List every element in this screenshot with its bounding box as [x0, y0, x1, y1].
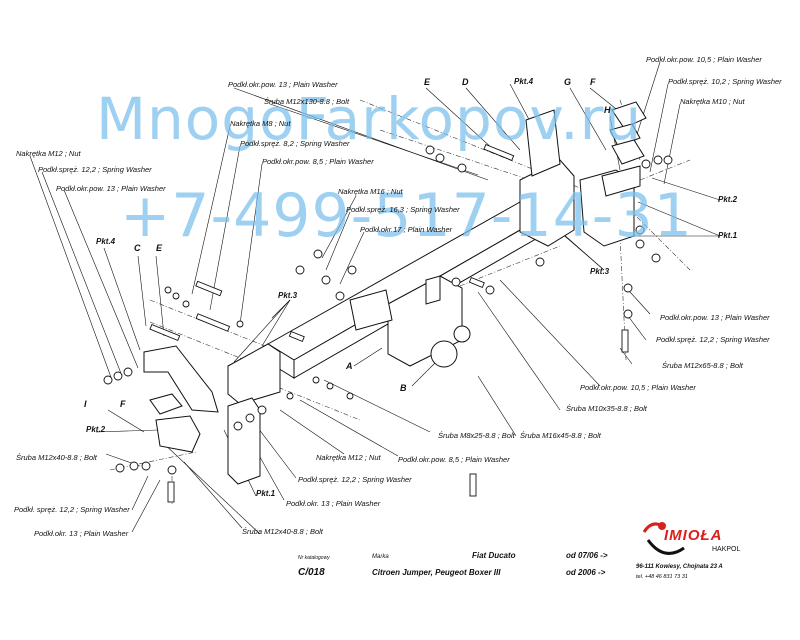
part-letter-i: I — [84, 399, 87, 409]
label-spring-washer-102: Podkł.spręż. 10,2 ; Spring Washer — [668, 77, 782, 86]
model-citroen-peugeot: Citroen Jumper, Peugeot Boxer III — [372, 568, 501, 577]
label-nut-m16: Nakrętka M16 ; Nut — [338, 187, 403, 196]
label-spring-washer-122-right: Podkł.spręż. 12,2 ; Spring Washer — [656, 335, 770, 344]
label-washer-13-left: Podkł.okr.pow. 13 ; Plain Washer — [56, 184, 166, 193]
label-washer-13-bottom-left: Podkł.okr. 13 ; Plain Washer — [34, 529, 129, 538]
part-letter-h: H — [604, 105, 611, 115]
label-nut-m12-bottom: Nakrętka M12 ; Nut — [316, 453, 381, 462]
label-spring-washer-82: Podkł.spręż. 8,2 ; Spring Washer — [240, 139, 350, 148]
brand-logo-text: IMIOŁA — [664, 527, 723, 544]
part-letter-a: A — [346, 361, 353, 371]
pkt-2-right: Pkt.2 — [718, 195, 738, 204]
part-letter-e-top: E — [424, 77, 431, 87]
date-from-1: od 07/06 -> — [566, 551, 608, 560]
label-washer-13-bottom: Podkł.okr. 13 ; Plain Washer — [286, 499, 381, 508]
catalog-label: Nr katalogowy — [298, 555, 330, 561]
part-letter-c: C — [134, 243, 141, 253]
pkt-3-left: Pkt.3 — [278, 291, 298, 300]
part-letter-d: D — [462, 77, 469, 87]
label-bolt-16x45: Śruba M16x45-8.8 ; Bolt — [520, 431, 601, 440]
label-bolt-12x40-left: Śruba M12x40-8.8 ; Bolt — [16, 453, 97, 462]
label-spring-washer-122-bottom: Podkł.spręż. 12,2 ; Spring Washer — [298, 475, 412, 484]
label-washer-17: Podkł.okr.17 ; Plain Washer — [360, 225, 453, 234]
label-washer-105-mid: Podkł.okr.pow. 10,5 ; Plain Washer — [580, 383, 696, 392]
label-bolt-10x35: Śruba M10x35-8.8 ; Bolt — [566, 404, 647, 413]
pkt-4-top: Pkt.4 — [514, 77, 534, 86]
pkt-1-bottom: Pkt.1 — [256, 489, 276, 498]
watermark-phone: +7-499-517-14-31 — [120, 181, 693, 251]
part-letter-b: B — [400, 383, 407, 393]
make-label: Marka — [372, 554, 389, 560]
company-address: 96-111 Kowiesy, Chojnata 23 A — [636, 564, 723, 570]
label-spring-washer-163: Podkł.spręż. 16,3 ; Spring Washer — [346, 205, 460, 214]
pkt-2-left: Pkt.2 — [86, 425, 106, 434]
watermark-site: MnogoFarkopov.ru — [96, 85, 643, 153]
label-spring-washer-122-bottom-left: Podkł. spręż. 12,2 ; Spring Washer — [14, 505, 130, 514]
part-letter-e-left: E — [156, 243, 163, 253]
pkt-3-right: Pkt.3 — [590, 267, 610, 276]
part-letter-f-left: F — [120, 399, 126, 409]
brand-subtitle: HAKPOL — [712, 546, 741, 553]
label-bolt-8x25: Śruba M8x25-8.8 ; Bolt — [438, 431, 515, 440]
label-bolt-12x65: Śruba M12x65-8.8 ; Bolt — [662, 361, 743, 370]
label-washer-85-bottom: Podkł.okr.pow. 8,5 ; Plain Washer — [398, 455, 510, 464]
label-washer-85-top: Podkł.okr.pow. 8,5 ; Plain Washer — [262, 157, 374, 166]
company-phone: tel. +48 46 831 73 31 — [636, 574, 688, 580]
label-bolt-12x130: Śruba M12x130-8.8 ; Bolt — [264, 97, 350, 106]
label-bolt-12x40-bottom: Śruba M12x40-8.8 ; Bolt — [242, 527, 323, 536]
label-nut-m8: Nakrętka M8 ; Nut — [230, 119, 291, 128]
model-fiat: Fiat Ducato — [472, 551, 516, 560]
label-spring-washer-122-left: Podkł.spręż. 12,2 ; Spring Washer — [38, 165, 152, 174]
part-letter-f-top: F — [590, 77, 596, 87]
label-washer-13-top: Podkł.okr.pow. 13 ; Plain Washer — [228, 80, 338, 89]
pkt-4-left: Pkt.4 — [96, 237, 116, 246]
catalog-number: C/018 — [298, 567, 325, 578]
part-letter-g: G — [564, 77, 572, 87]
label-nut-m10: Nakrętka M10 ; Nut — [680, 97, 745, 106]
label-washer-13-right: Podkł.okr.pow. 13 ; Plain Washer — [660, 313, 770, 322]
label-washer-105-top-right: Podkł.okr.pow. 10,5 ; Plain Washer — [646, 55, 762, 64]
date-from-2: od 2006 -> — [566, 568, 606, 577]
label-nut-m12-left: Nakrętka M12 ; Nut — [16, 149, 81, 158]
pkt-1-right: Pkt.1 — [718, 231, 738, 240]
